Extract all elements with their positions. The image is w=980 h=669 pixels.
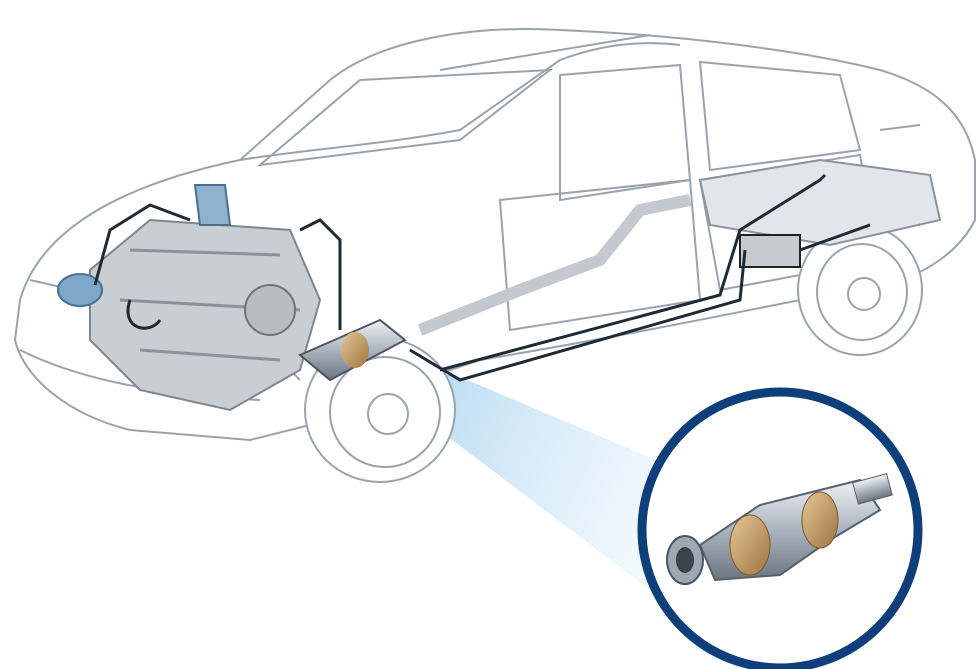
rear-wheel [797, 224, 923, 356]
catalytic-converter-closeup [666, 473, 893, 585]
vacuum-lines [93, 173, 871, 382]
catalytic-converter-installed [298, 318, 407, 382]
exhaust-pipe [417, 194, 692, 336]
evap-canister [739, 234, 801, 268]
fuel-tank [698, 158, 942, 247]
catalytic-converter-callout [637, 387, 923, 669]
engine [57, 184, 322, 412]
